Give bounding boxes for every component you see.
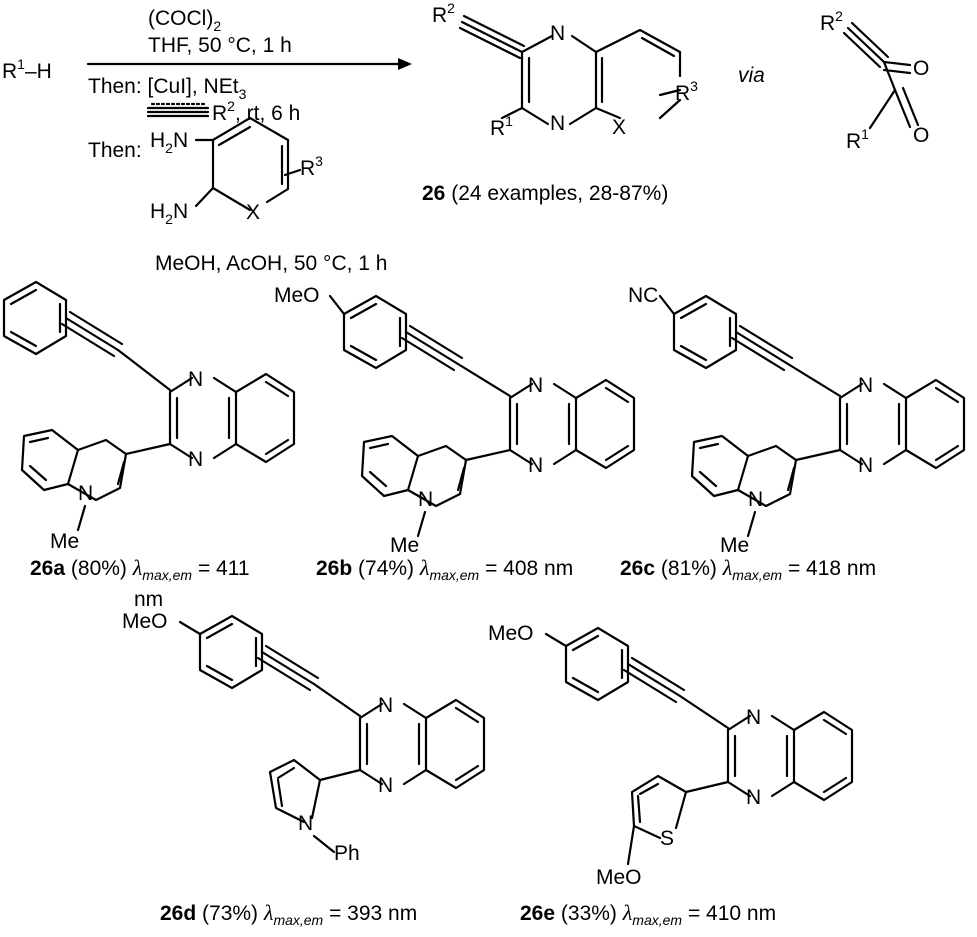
svg-text:N: N	[550, 22, 565, 45]
svg-text:Ph: Ph	[334, 842, 360, 865]
label-26e: 26e (33%) λmax,em = 410 nm	[520, 900, 776, 928]
svg-text:N: N	[378, 694, 393, 717]
label-26b: 26b (74%) λmax,em = 408 nm	[316, 555, 573, 583]
svg-text:N: N	[378, 774, 393, 797]
svg-text:Me: Me	[390, 534, 419, 557]
conditions-final: MeOH, AcOH, 50 °C, 1 h	[155, 252, 387, 275]
svg-text:Then: [CuI], NEt3: Then: [CuI], NEt3	[88, 75, 247, 102]
compound-26d: MeO N N N Ph	[122, 610, 486, 865]
svg-text:N: N	[746, 706, 761, 729]
label-26c: 26c (81%) λmax,em = 418 nm	[620, 555, 876, 583]
svg-text:N: N	[188, 368, 203, 391]
product-26-structure: R2 N N X R3 R1	[432, 0, 698, 140]
svg-text:O: O	[913, 124, 929, 147]
svg-text:R1: R1	[846, 126, 869, 153]
intermediate-structure: R2 O O R1	[820, 8, 929, 153]
product-label: 26 (24 examples, 28-87%)	[422, 182, 668, 205]
svg-text:N: N	[858, 374, 873, 397]
svg-text:MeO: MeO	[596, 866, 642, 889]
svg-text:N: N	[746, 786, 761, 809]
conditions-above: (COCl)2 THF, 50 °C, 1 h	[148, 7, 292, 57]
svg-text:MeO: MeO	[122, 610, 168, 633]
svg-text:R3: R3	[300, 153, 323, 180]
via-label: via	[738, 64, 765, 87]
svg-text:THF, 50 °C, 1 h: THF, 50 °C, 1 h	[148, 34, 292, 57]
svg-text:R1: R1	[490, 113, 513, 140]
svg-text:N: N	[528, 454, 543, 477]
svg-text:MeO: MeO	[488, 622, 534, 645]
compound-26b: MeO N N N Me	[274, 284, 636, 557]
svg-text:S: S	[660, 827, 674, 850]
svg-text:Then:: Then:	[88, 139, 142, 162]
diamine-structure: H2N H2N X R3	[150, 116, 323, 227]
compound-26e: MeO N N S MeO	[488, 622, 854, 889]
svg-text:NC: NC	[628, 284, 658, 307]
svg-text:N: N	[78, 482, 93, 505]
svg-text:R2: R2	[820, 8, 843, 35]
svg-text:X: X	[612, 116, 626, 139]
starting-material: R1–H	[2, 56, 52, 83]
conditions-below: Then: [CuI], NEt3 R2, rt, 6 h Then:	[88, 75, 300, 162]
svg-text:N: N	[858, 454, 873, 477]
svg-text:Me: Me	[50, 530, 79, 553]
label-26d: 26d (73%) λmax,em = 393 nm	[160, 900, 417, 928]
svg-text:(COCl)2: (COCl)2	[148, 7, 221, 34]
svg-text:N: N	[418, 488, 433, 511]
svg-text:Me: Me	[720, 534, 749, 557]
label-26a: 26a (80%) λmax,em = 411	[30, 555, 250, 583]
svg-text:N: N	[550, 112, 565, 135]
compound-26a: N N N Me	[2, 280, 296, 553]
svg-text:X: X	[246, 201, 260, 224]
svg-text:R1–H: R1–H	[2, 56, 52, 83]
svg-text:N: N	[298, 812, 313, 835]
svg-text:N: N	[748, 488, 763, 511]
svg-text:N: N	[188, 448, 203, 471]
svg-text:R2: R2	[432, 0, 455, 27]
svg-text:MeO: MeO	[274, 284, 320, 307]
svg-text:R3: R3	[675, 78, 698, 105]
svg-text:O: O	[913, 57, 929, 80]
compound-26c: NC N N N Me	[628, 284, 966, 557]
reaction-arrow	[86, 58, 412, 70]
svg-text:H2N: H2N	[150, 129, 188, 156]
svg-text:N: N	[528, 374, 543, 397]
label-26a-unit: nm	[134, 588, 163, 611]
svg-text:H2N: H2N	[150, 200, 188, 227]
